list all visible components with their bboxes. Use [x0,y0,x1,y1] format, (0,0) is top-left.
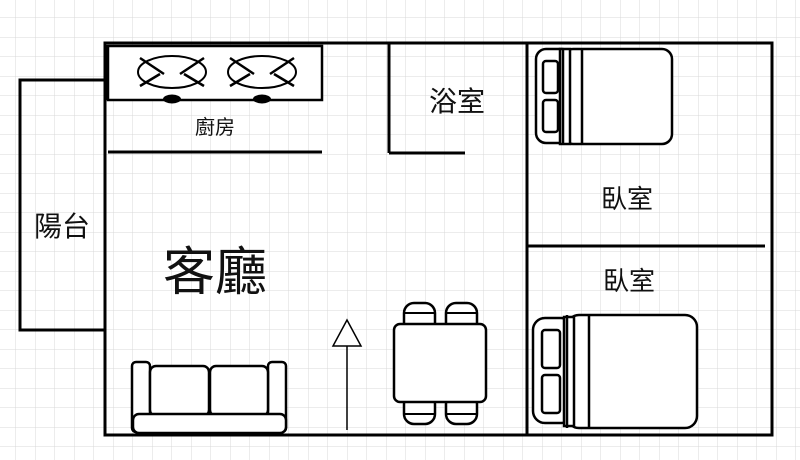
bedroom-2-label: 臥室 [603,267,655,297]
bed-icon [531,313,699,430]
walls [18,41,774,437]
entrance-arrow-icon [331,318,363,430]
sofa-icon [130,360,288,435]
dining-table-icon [392,301,488,426]
bathroom-label: 浴室 [429,85,485,118]
burner-icon [227,55,297,104]
balcony-label: 陽台 [34,210,90,243]
living-room-label: 客廳 [163,243,267,303]
kitchen-label: 廚房 [195,115,235,139]
bed-icon [534,47,674,146]
burner-icon [137,55,207,104]
bedroom-1-label: 臥室 [601,185,653,215]
stove [106,44,324,104]
